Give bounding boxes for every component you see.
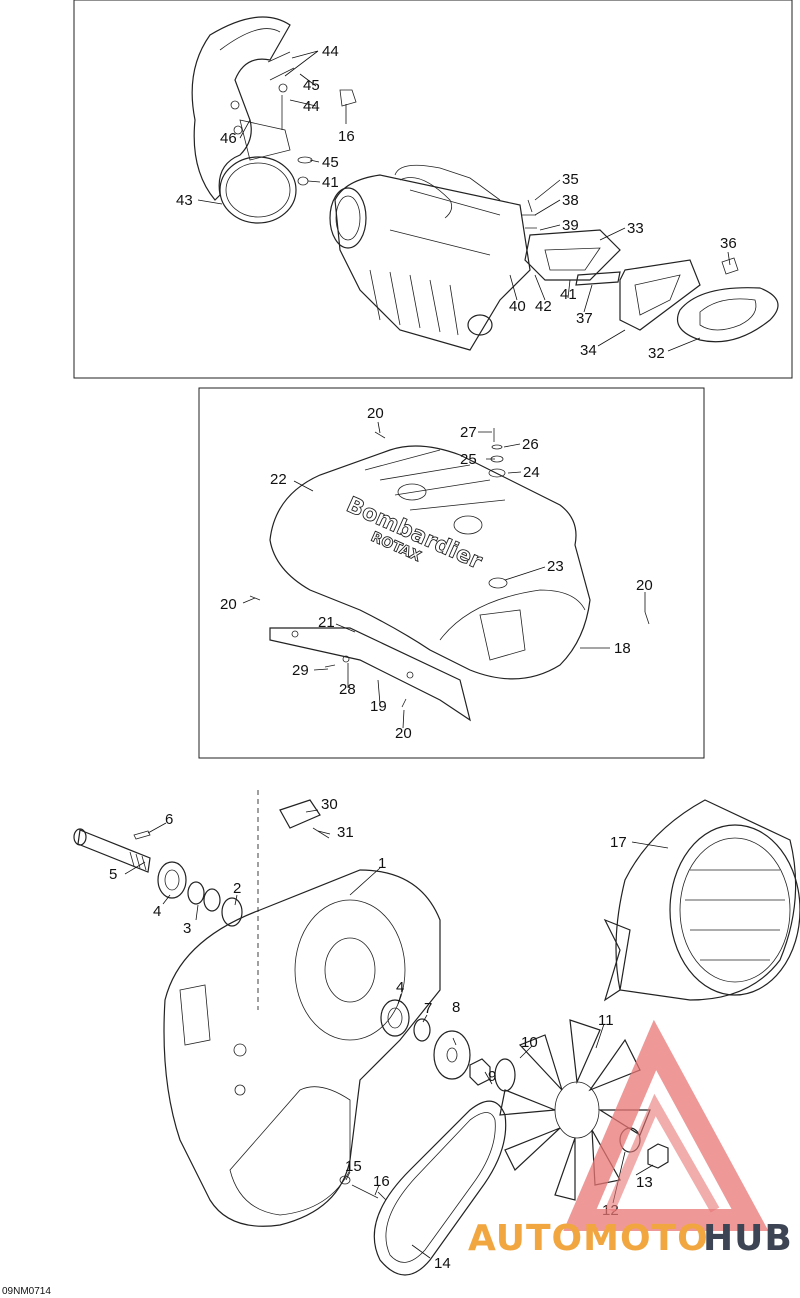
callout: 13 (636, 1174, 653, 1191)
callout: 4 (396, 979, 404, 996)
bolts-and-washers (267, 51, 739, 275)
callout: 38 (562, 192, 579, 209)
panel-top-engine-intake: 44 45 44 46 16 45 41 43 35 38 39 33 36 4… (73, 0, 793, 379)
callout: 41 (560, 286, 577, 303)
callout: 6 (165, 811, 173, 828)
callout: 43 (176, 192, 193, 209)
callout: 16 (338, 128, 355, 145)
callout: 42 (535, 298, 552, 315)
callout: 11 (598, 1012, 614, 1029)
leader-lines-top (197, 50, 731, 352)
engine-block (329, 164, 531, 351)
air-intake-parts (524, 229, 779, 343)
callout: 14 (434, 1255, 451, 1272)
callout: 27 (460, 424, 477, 441)
callout: 33 (627, 220, 644, 237)
figure-code: 09NM0714 (2, 1286, 51, 1297)
callout: 45 (322, 154, 339, 171)
callout: 34 (580, 342, 597, 359)
callout: 5 (109, 866, 117, 883)
callout: 28 (339, 681, 356, 698)
callout: 41 (322, 174, 339, 191)
callout: 26 (522, 436, 539, 453)
callout: 15 (345, 1158, 362, 1175)
watermark-logo: AUTOMOTO HUB (468, 1019, 793, 1259)
callout: 36 (720, 235, 737, 252)
callout: 24 (523, 464, 540, 481)
watermark-text-orange: AUTOMOTO (468, 1218, 709, 1259)
panel-top-frame (73, 0, 793, 379)
support-bracket (269, 627, 471, 722)
callout: 20 (220, 596, 237, 613)
leader-lines-bottom (124, 809, 669, 1259)
callout: 35 (562, 171, 579, 188)
belt-guard-bracket (191, 16, 297, 224)
callout: 4 (153, 903, 161, 920)
bearings-and-rings (157, 861, 516, 1092)
callout: 46 (220, 130, 237, 147)
washer-and-bolt (339, 1175, 387, 1201)
callout: 20 (395, 725, 412, 742)
callout: 45 (303, 77, 320, 94)
panel-middle-shroud: Bombardier ROTAX 20 27 26 25 24 22 23 20… (198, 387, 705, 759)
callout: 23 (547, 558, 564, 575)
callout: 9 (488, 1068, 496, 1085)
callout: 2 (233, 880, 241, 897)
callout: 31 (337, 824, 354, 841)
watermark-text-dark: HUB (703, 1218, 793, 1259)
engine-shroud-cover (269, 445, 591, 680)
fasteners-middle (249, 428, 650, 708)
callout: 44 (322, 43, 339, 60)
fan-housing (163, 869, 441, 1227)
callout: 44 (303, 98, 320, 115)
callout: 18 (614, 640, 631, 657)
callout: 1 (378, 855, 386, 872)
callout: 22 (270, 471, 287, 488)
callout: 32 (648, 345, 665, 362)
leader-lines-middle (242, 421, 646, 729)
panel-middle-frame (198, 387, 705, 759)
callout: 30 (321, 796, 338, 813)
clip-and-screw (257, 790, 330, 1010)
callout: 37 (576, 310, 593, 327)
drive-belt (373, 1100, 507, 1276)
callout: 16 (373, 1173, 390, 1190)
callout: 20 (367, 405, 384, 422)
callout: 39 (562, 217, 579, 234)
panel-bottom-fan-assembly: 30 6 31 1 5 4 2 3 17 4 7 8 11 10 9 15 16… (73, 790, 800, 1276)
callout: 3 (183, 920, 191, 937)
callout: 19 (370, 698, 387, 715)
callout: 21 (318, 614, 335, 631)
callout: 10 (521, 1034, 538, 1051)
callout: 40 (509, 298, 526, 315)
callout: 20 (636, 577, 653, 594)
fan-cover (603, 799, 800, 1002)
callout: 25 (460, 451, 477, 468)
callout: 17 (610, 834, 627, 851)
callouts-top: 44 45 44 46 16 45 41 43 35 38 39 33 36 4… (176, 43, 737, 362)
callout: 29 (292, 662, 309, 679)
callouts-middle: 20 27 26 25 24 22 23 20 20 21 18 29 28 1… (220, 405, 653, 742)
callout: 7 (424, 1000, 432, 1017)
callout: 8 (452, 999, 460, 1016)
